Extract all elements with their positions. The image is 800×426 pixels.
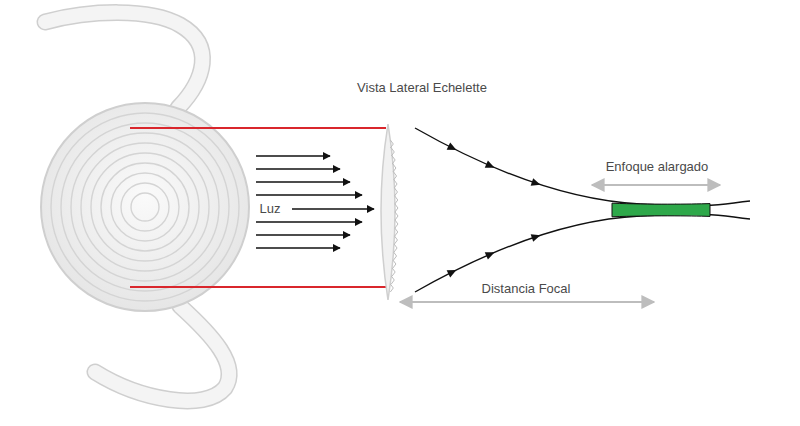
caption-label: Luz — [258, 201, 283, 217]
ray-arrowhead — [531, 231, 542, 241]
ring — [101, 163, 189, 251]
light-arrow — [256, 155, 330, 156]
ring — [81, 143, 209, 271]
ring — [51, 113, 239, 301]
haptic-fill — [45, 13, 202, 108]
echelette-step — [395, 196, 398, 204]
haptic-outline — [95, 306, 229, 401]
ring — [121, 183, 169, 231]
ring — [131, 193, 159, 221]
light-arrow — [292, 208, 374, 209]
ring — [61, 123, 229, 291]
lens-optic — [41, 103, 249, 311]
light-arrow — [256, 181, 350, 182]
light-ray — [415, 128, 750, 206]
caption-label: Enfoque alargado — [604, 159, 711, 175]
ring — [111, 173, 179, 241]
dimension-arrow — [400, 301, 654, 303]
guide-line — [130, 286, 386, 288]
echelette-step — [395, 212, 398, 220]
side-view-lens — [381, 124, 395, 300]
dimension-arrow — [592, 184, 720, 186]
echelette-step — [395, 220, 398, 228]
light-arrow — [256, 168, 340, 169]
echelette-step — [394, 252, 397, 260]
echelette-step — [394, 188, 397, 196]
guide-line — [130, 127, 386, 129]
light-arrows — [256, 156, 374, 248]
echelette-step — [394, 180, 397, 188]
haptic-fill — [95, 306, 229, 401]
ray-arrowhead — [485, 249, 496, 260]
caption-label: Distancia Focal — [480, 281, 573, 297]
ray-arrowheads — [447, 143, 542, 278]
ray-arrowhead — [485, 160, 496, 171]
echelette-step — [390, 284, 393, 292]
echelette-step — [394, 236, 397, 244]
echelette-step — [392, 268, 395, 276]
echelette-step — [390, 140, 393, 148]
echelette-steps — [390, 140, 398, 292]
ring — [91, 153, 199, 261]
light-arrow — [256, 221, 362, 222]
echelette-step — [392, 156, 395, 164]
echelette-step — [393, 260, 396, 268]
extended-focus-band — [612, 203, 710, 217]
light-ray — [415, 214, 750, 292]
echelette-step — [395, 228, 398, 236]
haptic-outline — [45, 13, 202, 108]
light-arrow — [256, 247, 340, 248]
echelette-step — [395, 204, 398, 212]
echelette-step — [394, 244, 397, 252]
ray-arrowhead — [447, 143, 459, 154]
ray-arrowhead — [531, 178, 542, 188]
caption-label: Vista Lateral Echelette — [355, 80, 489, 96]
light-arrow — [256, 234, 350, 235]
ring — [71, 133, 219, 281]
light-arrow — [256, 194, 362, 195]
echelette-step — [391, 276, 394, 284]
ray-arrowhead — [447, 266, 459, 277]
echelette-step — [393, 164, 396, 172]
echelette-step — [394, 172, 397, 180]
diffractive-rings — [51, 113, 239, 301]
echelette-step — [391, 148, 394, 156]
